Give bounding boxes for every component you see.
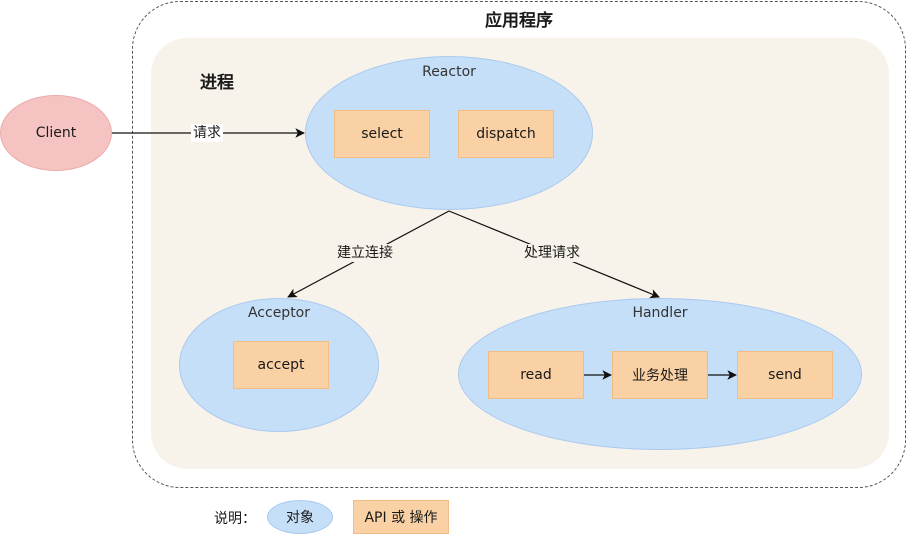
handler-label: Handler <box>632 305 688 321</box>
accept-api: accept <box>233 341 329 389</box>
acceptor-label: Acceptor <box>247 305 311 321</box>
send-api: send <box>737 351 833 399</box>
reactor-label: Reactor <box>422 64 476 80</box>
read-api: read <box>488 351 584 399</box>
legend-api-swatch: API 或 操作 <box>353 500 449 534</box>
request-edge-label: 请求 <box>191 124 223 142</box>
application-container <box>132 1 906 488</box>
legend-title: 说明： <box>214 511 256 527</box>
business-processing-api: 业务处理 <box>612 351 708 399</box>
establish-connection-edge-label: 建立连接 <box>335 244 395 262</box>
process-title: 进程 <box>200 73 234 93</box>
handle-request-edge-label: 处理请求 <box>522 244 582 262</box>
client-label: Client <box>35 125 77 141</box>
legend-object-swatch <box>267 500 333 534</box>
application-title: 应用程序 <box>485 11 553 31</box>
client-node <box>0 95 112 171</box>
dispatch-api: dispatch <box>458 110 554 158</box>
select-api: select <box>334 110 430 158</box>
legend-object-label: 对象 <box>286 510 314 526</box>
